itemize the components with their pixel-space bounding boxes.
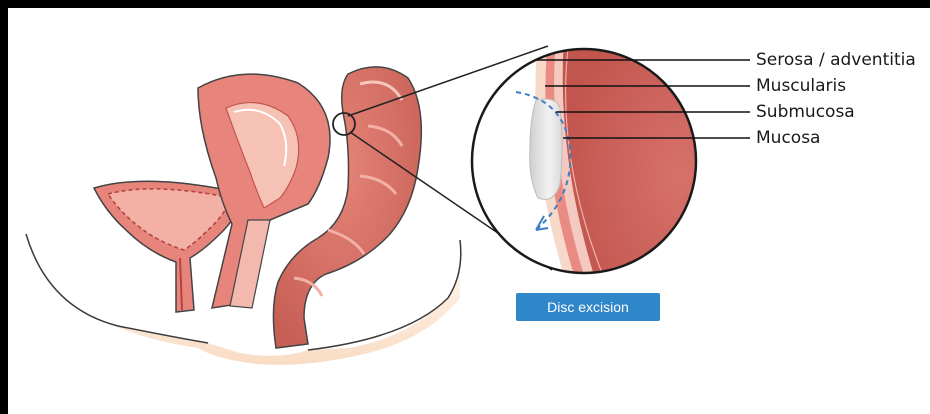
serosa-label: Serosa / adventitia xyxy=(756,52,916,69)
submucosa-label: Submucosa xyxy=(756,104,855,121)
disc-excision-badge: Disc excision xyxy=(516,293,660,321)
mucosa-label: Mucosa xyxy=(756,130,820,147)
magnified-wall xyxy=(468,38,728,288)
muscularis-label: Muscularis xyxy=(756,78,846,95)
diagram-canvas: Serosa / adventitia Muscularis Submucosa… xyxy=(8,8,930,414)
